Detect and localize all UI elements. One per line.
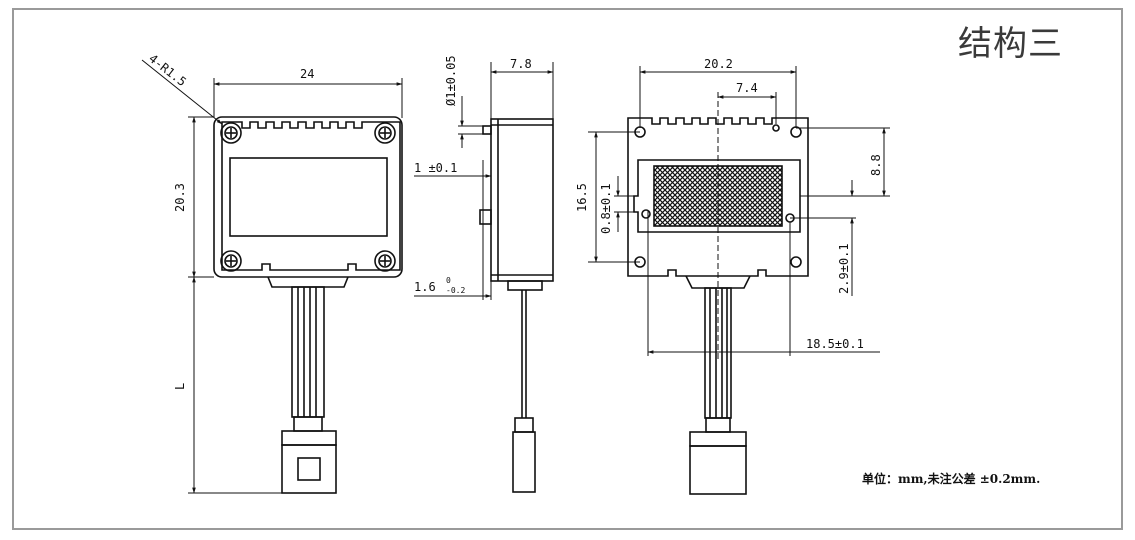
connector-socket (297, 457, 321, 481)
back-connector-body (689, 445, 747, 495)
connector-body (281, 444, 337, 494)
side-tab (479, 209, 492, 225)
hole-spacing-label: 7.4 (736, 81, 758, 95)
side-body (490, 118, 554, 282)
array-window-outline (633, 159, 801, 233)
screw-icon (374, 122, 396, 144)
units-note: 单位：mm,未注公差 ±0.2mm. (862, 472, 1041, 486)
side-connector (512, 431, 536, 493)
screw-icon (220, 250, 242, 272)
lead-length-label: L (173, 383, 187, 390)
right-top-label: 8.8 (869, 154, 883, 176)
bottom-offset-label: 1.6 (414, 280, 436, 294)
side-depth-label: 7.8 (510, 57, 532, 71)
screw-icon (374, 250, 396, 272)
side-dimensions (414, 62, 554, 300)
bottom-span-label: 18.5±0.1 (806, 337, 864, 351)
mount-hole-icon (790, 256, 802, 268)
cable-exit (267, 276, 349, 288)
front-housing (221, 121, 401, 271)
connector-collar (281, 430, 337, 446)
front-height-label: 20.3 (173, 183, 187, 212)
tolerance-upper: 0 (446, 276, 451, 285)
front-outline (213, 116, 403, 278)
frame-border (12, 8, 1123, 530)
front-width-label: 24 (300, 67, 314, 81)
ribbon-cable (291, 286, 325, 418)
side-pin (482, 125, 492, 135)
back-height-label: 16.5 (575, 183, 589, 212)
pin-diameter-label: Ø1±0.05 (444, 55, 458, 106)
pin-offset-label: 1 ±0.1 (414, 161, 457, 175)
tolerance-lower: -0.2 (446, 286, 465, 295)
front-window (229, 157, 388, 237)
drawing-title: 结构三 (958, 24, 1063, 64)
right-bottom-label: 2.9±0.1 (837, 243, 851, 294)
front-dimensions (141, 59, 403, 494)
back-housing (627, 117, 809, 277)
slot-label: 0.8±0.1 (599, 183, 613, 234)
back-dimensions (588, 66, 890, 360)
back-width-label: 20.2 (704, 57, 733, 71)
side-view (479, 118, 554, 493)
screw-icon (220, 122, 242, 144)
corner-radius-label: 4-R1.5 (146, 51, 189, 89)
front-view (213, 116, 403, 494)
